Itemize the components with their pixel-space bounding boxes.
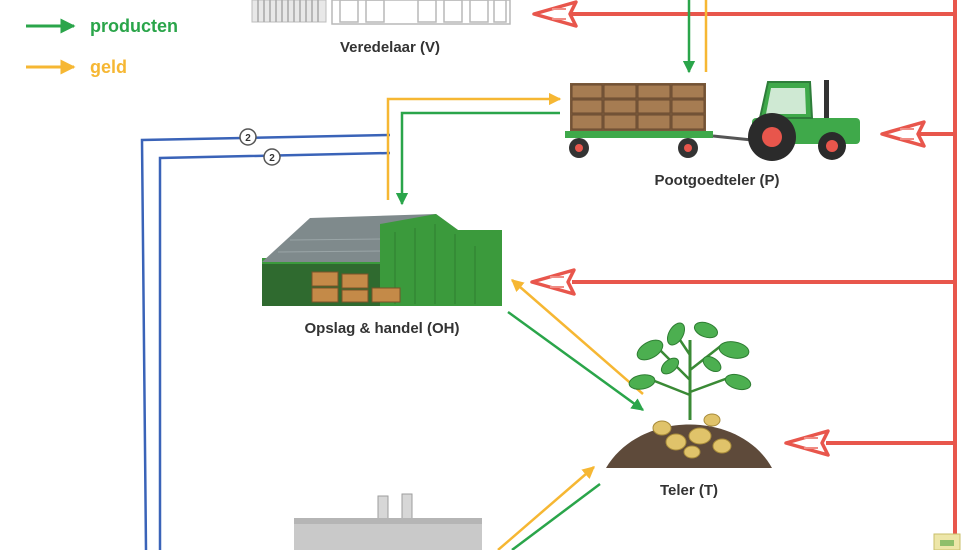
flow-product-oh-to-t xyxy=(507,310,645,412)
barn-icon xyxy=(262,214,502,306)
subsidy-arrowhead-3 xyxy=(530,268,576,296)
flow-money-oh-to-p xyxy=(386,92,562,200)
link-badge-2: 2 xyxy=(263,148,281,166)
subsidy-arrowheads xyxy=(530,0,926,457)
blue-links xyxy=(140,133,391,550)
flows-pootgoedteler-opslag xyxy=(386,92,562,206)
flow-money-t-to-oh xyxy=(511,279,644,395)
subsidy-flows xyxy=(572,0,957,550)
veredelaar-building-icon xyxy=(251,0,511,25)
flows-opslag-teler xyxy=(507,279,645,412)
node-label-veredelaar: Veredelaar (V) xyxy=(340,39,440,56)
flow-product-p-to-oh xyxy=(395,111,560,206)
flow-money-factory-to-t xyxy=(497,466,595,550)
flows-teler-factory xyxy=(497,466,601,550)
link-badge-1: 2 xyxy=(239,128,257,146)
corner-thumbnail xyxy=(933,533,961,550)
legend-money: geld xyxy=(26,57,127,77)
legend-money-label: geld xyxy=(90,57,127,77)
blue-link-outer xyxy=(140,133,391,550)
blue-link-inner xyxy=(158,151,391,550)
subsidy-arrowhead-1 xyxy=(532,0,578,28)
link-badge-1-text: 2 xyxy=(245,133,251,144)
factory-icon xyxy=(294,493,482,550)
legend: producten geld xyxy=(26,16,178,77)
link-badge-2-text: 2 xyxy=(269,153,275,164)
flow-product-t-to-factory xyxy=(511,483,601,550)
node-label-pootgoedteler: Pootgoedteler (P) xyxy=(654,172,779,189)
potato-plant-icon xyxy=(606,321,772,468)
tractor xyxy=(748,80,860,161)
subsidy-arrowhead-4 xyxy=(784,429,830,457)
legend-products: producten xyxy=(26,16,178,36)
flows-veredelaar-pootgoedteler xyxy=(682,0,708,74)
tractor-trailer-icon xyxy=(565,80,860,161)
node-label-opslag-handel: Opslag & handel (OH) xyxy=(304,320,459,337)
trailer xyxy=(565,83,753,158)
legend-products-label: producten xyxy=(90,16,178,36)
node-label-teler: Teler (T) xyxy=(660,482,718,499)
subsidy-arrowhead-2 xyxy=(880,120,926,148)
